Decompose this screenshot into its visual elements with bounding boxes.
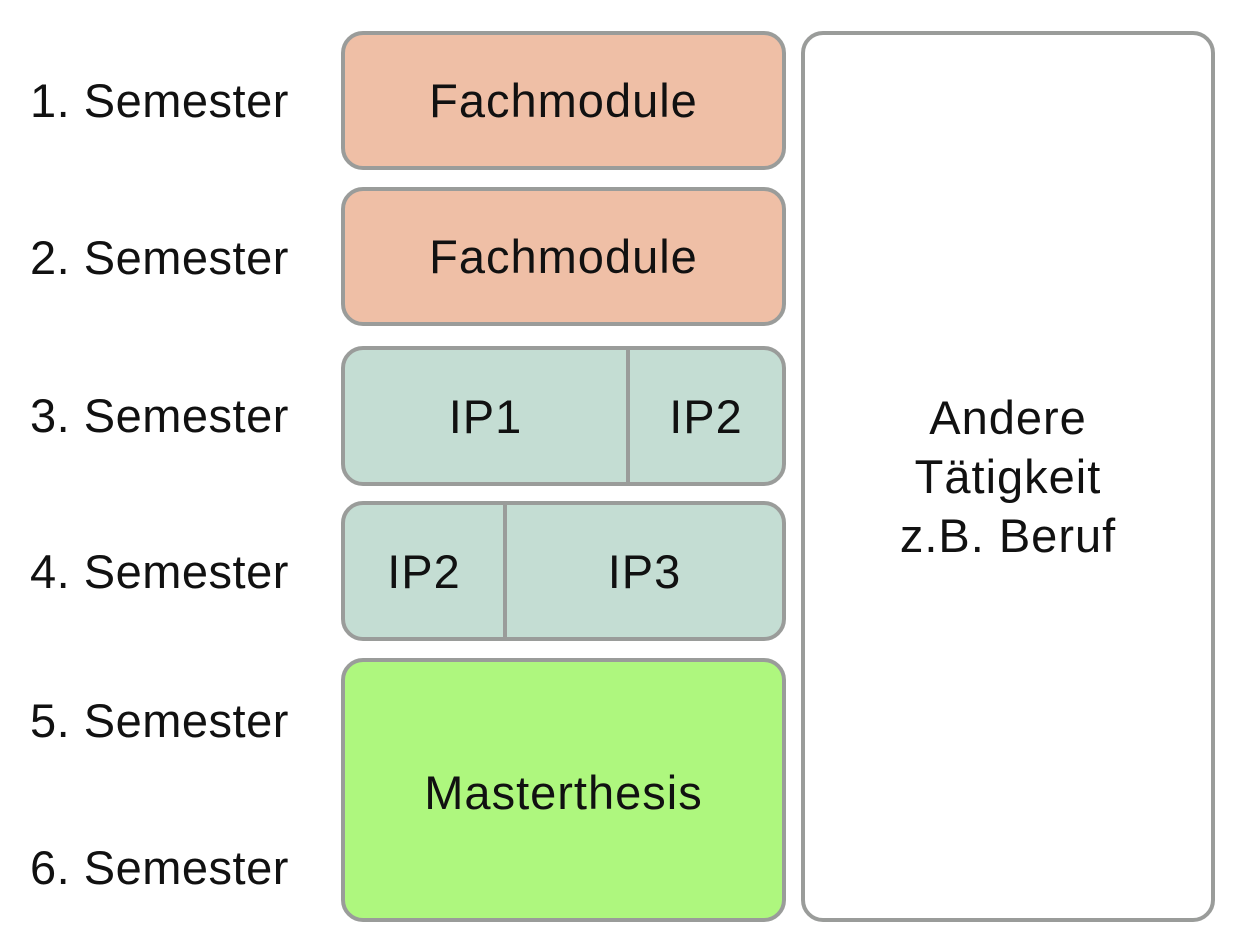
semester-1-block: Fachmodule [341,31,786,170]
ip2-cell: IP2 [626,350,782,482]
ip3-cell: IP3 [503,505,782,637]
semester-2-block: Fachmodule [341,187,786,326]
masterthesis-block: Masterthesis [341,658,786,922]
ip2-cell: IP2 [387,544,461,598]
fachmodule-cell: Fachmodule [429,74,698,127]
semester-1-label: 1. Semester [30,74,289,127]
semester-4-block: IP2 IP3 [341,501,786,641]
masterthesis-cell: Masterthesis [424,765,703,819]
other-activity-block: Andere Tätigkeit z.B. Beruf [801,31,1215,922]
semester-3-block: IP1 IP2 [341,346,786,486]
semester-5-label: 5. Semester [30,694,289,747]
semester-2-label: 2. Semester [30,231,289,284]
other-activity-line-1: Andere [929,391,1087,444]
other-activity-line-2: Tätigkeit [914,450,1102,503]
ip1-cell: IP1 [448,389,523,443]
semester-3-label: 3. Semester [30,389,289,442]
semester-6-label: 6. Semester [30,841,289,894]
semester-4-label: 4. Semester [30,545,289,598]
other-activity-line-3: z.B. Beruf [899,509,1117,562]
fachmodule-cell: Fachmodule [429,230,698,283]
